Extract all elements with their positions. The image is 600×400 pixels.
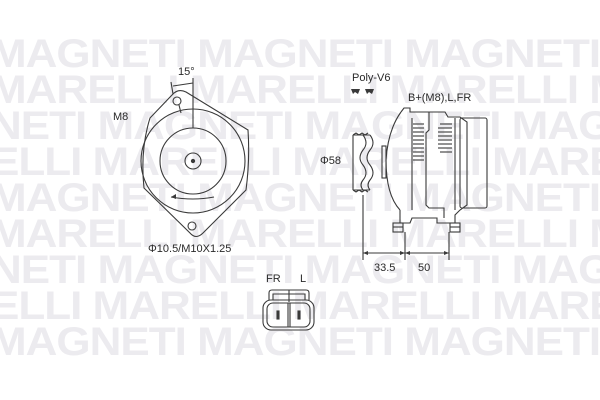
front-housing-curve xyxy=(385,111,402,211)
pulley-break-line-2 xyxy=(366,134,374,191)
rotation-arrow xyxy=(170,196,215,200)
mount-thread-label: M8 xyxy=(113,111,129,123)
pulley-type-label: Poly-V6 xyxy=(352,72,391,84)
side-view xyxy=(352,107,488,260)
connector-pin-l-label: L xyxy=(300,273,307,285)
connector-pin-fr-label: FR xyxy=(266,273,281,285)
pulley-bottom-grooves xyxy=(352,189,369,193)
pulley-break-line xyxy=(359,134,367,191)
rotation-arrowhead xyxy=(171,194,176,199)
pulley-outline xyxy=(352,134,370,191)
connector-housing-outer xyxy=(262,299,315,331)
watermark-row: NETI MAGNETI MAGNETI MAGNETI MAG xyxy=(0,103,600,148)
bottom-mount-hole xyxy=(187,221,197,231)
pulley-diameter-label: Φ58 xyxy=(320,155,342,167)
front-view xyxy=(140,78,250,238)
pulley-hub xyxy=(381,145,387,179)
housing-outline xyxy=(399,107,468,224)
connector-pin-l xyxy=(297,310,301,320)
pulley-top-grooves xyxy=(352,132,369,136)
mounting-ear-outline xyxy=(142,89,250,238)
watermark-row: MAGNETI MAGNETI MAGNETI MAGNETI xyxy=(0,175,600,220)
shaft-circle xyxy=(184,152,202,170)
connector-pin-fr xyxy=(276,310,280,320)
rear-cooling-fins xyxy=(438,123,452,153)
top-mount-hole xyxy=(172,96,182,106)
shaft-center-dot xyxy=(190,158,196,164)
dimension-rear-label: 50 xyxy=(418,262,431,274)
angle-label: 15° xyxy=(178,66,195,78)
watermark-row: ELLI MARELLI MARELLI MARELLI MAR xyxy=(0,139,600,184)
connector-drawing xyxy=(262,289,315,331)
housing-seam xyxy=(425,112,445,218)
poly-v-belt-icon xyxy=(351,89,374,94)
angle-dimension-line xyxy=(172,82,194,87)
watermark-row: NETI MAGNETI MAGNETI MAGNETI MAG xyxy=(0,247,600,292)
front-cooling-fins xyxy=(413,123,424,161)
watermark-row: MAGNETI MAGNETI MAGNETI MAGNETI xyxy=(0,319,600,362)
top-mount-slot-line xyxy=(178,104,182,114)
watermark-row: MARELLI MARELLI MARELLI MARELLI xyxy=(0,67,600,112)
bolt-spec-label: Φ10.5/M10X1.25 xyxy=(148,243,232,255)
watermark-row: MARELLI MARELLI MARELLI MARELLI xyxy=(0,211,600,256)
rear-cap xyxy=(459,117,488,209)
dimension-front-label: 33.5 xyxy=(374,262,396,274)
angle-extension-line xyxy=(170,81,174,95)
watermark-row: MAGNETI MAGNETI MAGNETI MAGNETI xyxy=(0,38,600,76)
terminals-label: B+(M8),L,FR xyxy=(408,92,472,104)
